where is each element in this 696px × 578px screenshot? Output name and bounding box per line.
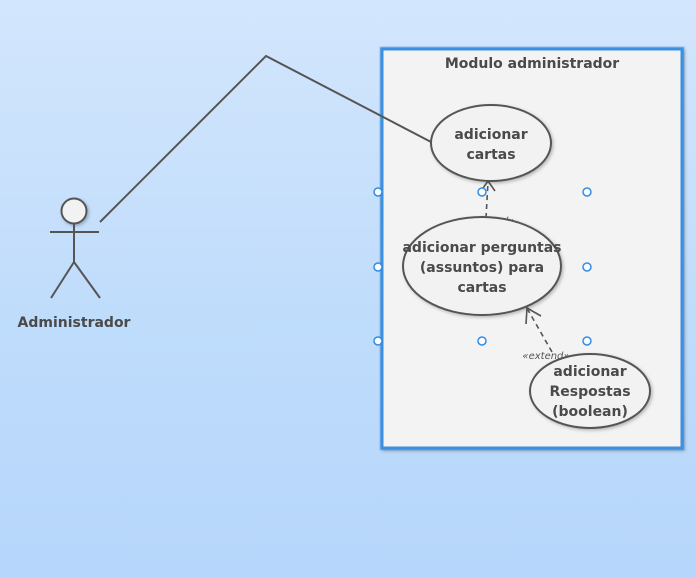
resize-handle[interactable]	[373, 262, 383, 272]
resize-handle[interactable]	[582, 336, 592, 346]
resize-handle[interactable]	[373, 187, 383, 197]
extend-relation-2[interactable]: «extend»	[522, 306, 570, 362]
actor-right-leg	[73, 261, 101, 299]
system-boundary-title: Modulo administrador	[445, 56, 619, 72]
use-case-label-line: adicionar	[553, 364, 626, 380]
resize-handle[interactable]	[477, 187, 487, 197]
use-case-adicionar-respostas[interactable]: adicionar Respostas (boolean)	[529, 353, 651, 429]
actor-administrador[interactable]: Administrador	[18, 197, 131, 332]
resize-handle[interactable]	[373, 336, 383, 346]
use-case-label-line: Respostas	[549, 384, 630, 400]
resize-handle[interactable]	[582, 262, 592, 272]
use-case-label-line: cartas	[466, 147, 515, 163]
selection-handles[interactable]	[373, 187, 592, 346]
resize-handle[interactable]	[582, 187, 592, 197]
resize-handle[interactable]	[477, 336, 487, 346]
use-case-label-line: (assuntos) para	[420, 260, 544, 276]
extend-label-2: «extend»	[522, 351, 569, 362]
use-case-adicionar-cartas[interactable]: adicionar cartas	[430, 104, 552, 182]
use-case-label-line: cartas	[457, 280, 506, 296]
actor-name: Administrador	[18, 315, 131, 331]
actor-left-leg	[50, 261, 75, 299]
actor-head-icon	[60, 197, 88, 225]
use-case-label-line: adicionar perguntas	[402, 240, 561, 256]
use-case-label-line: (boolean)	[552, 404, 628, 420]
use-case-adicionar-perguntas[interactable]: adicionar perguntas (assuntos) para cart…	[402, 216, 562, 316]
use-case-label-line: adicionar	[454, 127, 527, 143]
association-line[interactable]	[99, 54, 434, 223]
